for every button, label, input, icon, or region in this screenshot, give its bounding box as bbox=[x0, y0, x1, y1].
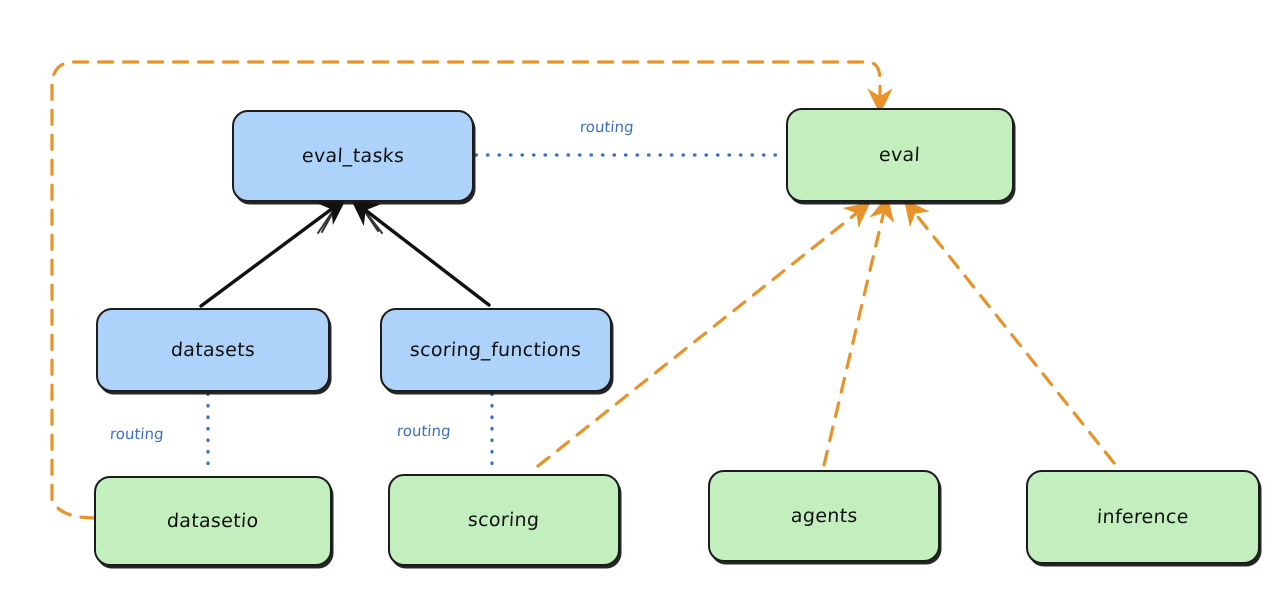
edge-scoring_functions-eval_tasks bbox=[350, 198, 491, 307]
node-scoring-functions[interactable]: scoring_functions bbox=[380, 308, 612, 392]
node-label: inference bbox=[1096, 506, 1190, 528]
node-inference[interactable]: inference bbox=[1026, 470, 1260, 564]
node-datasetio[interactable]: datasetio bbox=[94, 476, 332, 566]
node-label: scoring_functions bbox=[409, 339, 583, 361]
edge-label-routing-scoring-functions-scoring: routing bbox=[396, 422, 452, 440]
node-label: eval bbox=[878, 144, 922, 166]
edge-datasets-eval_tasks bbox=[199, 197, 347, 308]
edge-datasetio-eval bbox=[50, 60, 893, 520]
edge-label-routing-eval-tasks-eval: routing bbox=[579, 118, 635, 136]
node-label: datasets bbox=[170, 339, 256, 361]
node-eval[interactable]: eval bbox=[786, 108, 1014, 202]
edge-scoring-eval bbox=[536, 202, 871, 468]
edge-inference-eval bbox=[904, 199, 1116, 465]
node-label: agents bbox=[790, 505, 858, 527]
edge-agents-eval bbox=[822, 195, 895, 467]
node-label: scoring bbox=[467, 509, 541, 531]
edge-label-routing-datasets-datasetio: routing bbox=[109, 425, 165, 443]
node-scoring[interactable]: scoring bbox=[388, 474, 620, 566]
node-datasets[interactable]: datasets bbox=[96, 308, 330, 392]
node-eval-tasks[interactable]: eval_tasks bbox=[232, 110, 474, 202]
node-label: datasetio bbox=[166, 510, 260, 532]
node-agents[interactable]: agents bbox=[708, 470, 940, 562]
node-label: eval_tasks bbox=[301, 145, 405, 167]
